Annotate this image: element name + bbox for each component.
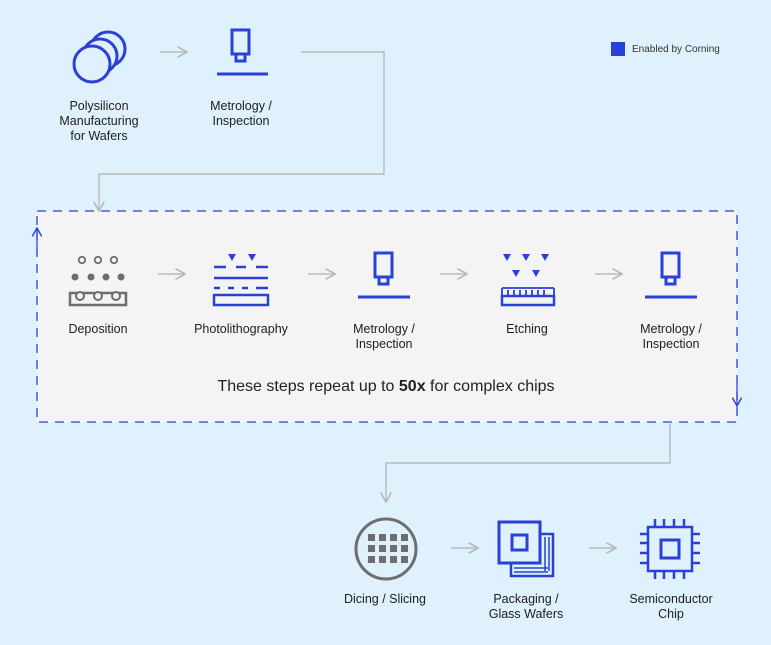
step-label-semiconductor: Semiconductor Chip xyxy=(629,592,713,621)
chip-icon xyxy=(640,519,700,579)
deposition-icon xyxy=(68,255,128,307)
repeat-note-suffix: for complex chips xyxy=(425,378,555,395)
repeat-note-prefix: These steps repeat up to xyxy=(217,378,399,395)
metrology-icon xyxy=(645,251,697,299)
step-label-dicing: Dicing / Slicing xyxy=(344,592,426,606)
legend-label: Enabled by Corning xyxy=(632,43,720,55)
step-label-photolithography: Photolithography xyxy=(194,322,288,336)
repeat-loop-border xyxy=(36,210,738,423)
dicing-wafer-icon xyxy=(354,517,418,581)
step-label-polysilicon: Polysilicon Manufacturing for Wafers xyxy=(59,99,139,143)
repeat-loop-box xyxy=(37,211,737,422)
step-label-metrology-3: Metrology / Inspection xyxy=(640,322,702,351)
step-label-packaging: Packaging / Glass Wafers xyxy=(488,592,564,621)
metrology-icon xyxy=(358,251,410,299)
repeat-note-count: 50x xyxy=(398,378,426,395)
etching-icon xyxy=(500,254,556,307)
legend-swatch xyxy=(611,42,625,56)
repeat-note: These steps repeat up to 50x for complex… xyxy=(36,378,736,396)
photolithography-icon xyxy=(212,254,270,307)
connector-top-to-loop xyxy=(99,51,385,210)
packaging-icon xyxy=(497,520,555,578)
step-label-etching: Etching xyxy=(506,322,548,336)
step-label-metrology-1: Metrology / Inspection xyxy=(210,99,272,128)
connector-loop-to-dicing xyxy=(386,422,671,501)
step-label-metrology-2: Metrology / Inspection xyxy=(353,322,415,351)
step-label-deposition: Deposition xyxy=(68,322,128,336)
wafers-icon xyxy=(72,30,127,84)
metrology-icon xyxy=(217,28,268,76)
legend: Enabled by Corning xyxy=(611,42,720,56)
